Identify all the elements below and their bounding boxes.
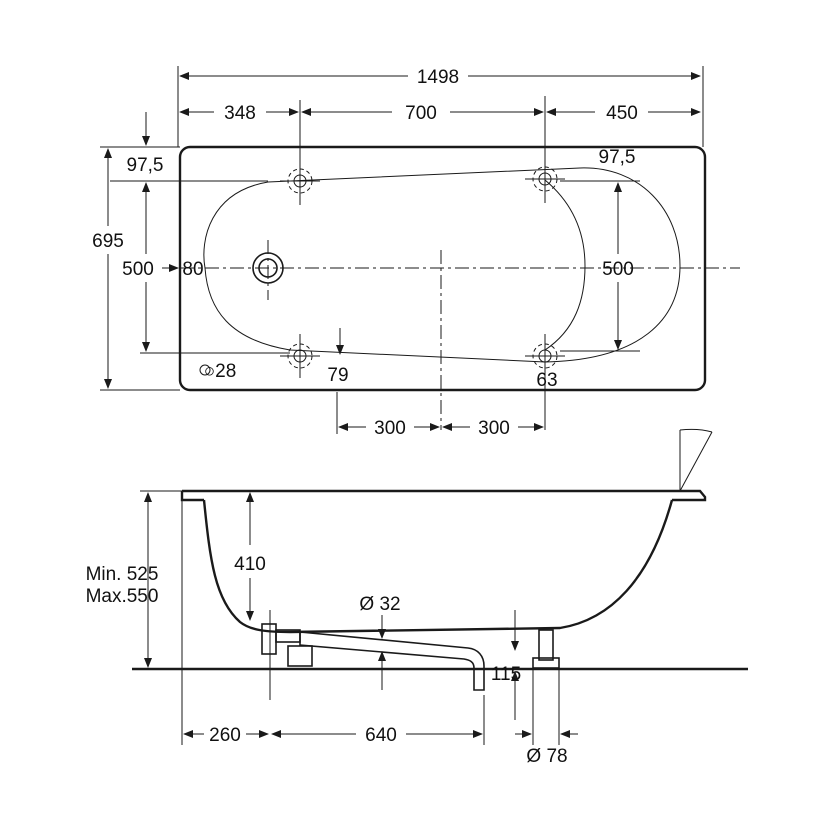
top-view: 1498 348 700 450 97,5 97,5 [92, 66, 740, 439]
dim-height: Min. 525 Max.550 [86, 490, 182, 668]
dim-inner-width-left-label: 500 [122, 259, 154, 280]
foot-bottom-right-icon [525, 334, 565, 430]
dim-inner-width-right-label: 500 [602, 259, 634, 280]
support-foot-icon [532, 629, 560, 669]
dim-drain-offset-side-label: 260 [209, 725, 241, 746]
dim-drain-pipe-label: Ø 32 [359, 594, 400, 615]
dim-total-width-label: 695 [92, 231, 124, 252]
dim-bottom-row: 260 640 [181, 500, 485, 746]
dim-drain-offset-label: 80 [182, 259, 203, 280]
dim-inner-width-right: 500 [560, 180, 640, 352]
dim-depth: 410 [234, 492, 266, 621]
dim-foot-right-inset-label: 63 [536, 370, 557, 391]
dim-half-spans: 300 300 [336, 392, 544, 439]
dim-foot-left-inset: 79 [327, 328, 349, 386]
dim-left-offset-label: 348 [224, 103, 256, 124]
dim-total-length: 1498 [177, 66, 704, 147]
dim-total-width: 695 [92, 146, 180, 391]
drain-pipe-icon [261, 610, 485, 700]
foot-bottom-left-icon [280, 334, 320, 378]
dim-left-edge: 97,5 [110, 112, 268, 182]
dim-right-edge-label: 97,5 [599, 147, 636, 168]
dim-foot-left-inset-label: 79 [327, 365, 348, 386]
side-view: Min. 525 Max.550 410 Ø 32 115 [86, 428, 748, 767]
dim-height-max-label: Max.550 [86, 586, 159, 607]
dim-feet-spacing-label: 700 [405, 103, 437, 124]
tap-angle-icon [679, 428, 713, 492]
dim-outlet-offset-label: 640 [365, 725, 397, 746]
tub-side-rim [182, 489, 707, 502]
dim-outlet-height-label: 115 [491, 664, 521, 685]
dim-drain-offset: 80 [162, 259, 204, 280]
dim-half-span-left-label: 300 [374, 418, 406, 439]
overflow-hole-icon [199, 364, 211, 376]
dim-half-span-right-label: 300 [478, 418, 510, 439]
dim-feet-row: 348 700 450 [179, 96, 704, 125]
foot-top-left-icon [280, 100, 320, 205]
dim-foot-diameter: Ø 78 [515, 668, 578, 767]
foot-top-right-icon [525, 96, 565, 203]
tub-backrest-curve [544, 179, 586, 351]
tub-side-body [202, 499, 674, 634]
dim-depth-label: 410 [234, 554, 266, 575]
dim-foot-diameter-label: Ø 78 [526, 746, 567, 767]
dim-overflow-hole-label: ○28 [204, 361, 237, 382]
dim-outlet-height: 115 [491, 610, 521, 720]
dim-height-min-label: Min. 525 [86, 564, 159, 585]
dim-right-offset-label: 450 [606, 103, 638, 124]
dim-total-length-label: 1498 [417, 67, 459, 88]
dim-drain-pipe: Ø 32 [359, 594, 401, 690]
dim-left-edge-label: 97,5 [127, 155, 164, 176]
dim-inner-width-left: 500 [122, 182, 290, 354]
tub-inner-basin [203, 167, 681, 363]
drain-outlet-icon [252, 240, 284, 300]
